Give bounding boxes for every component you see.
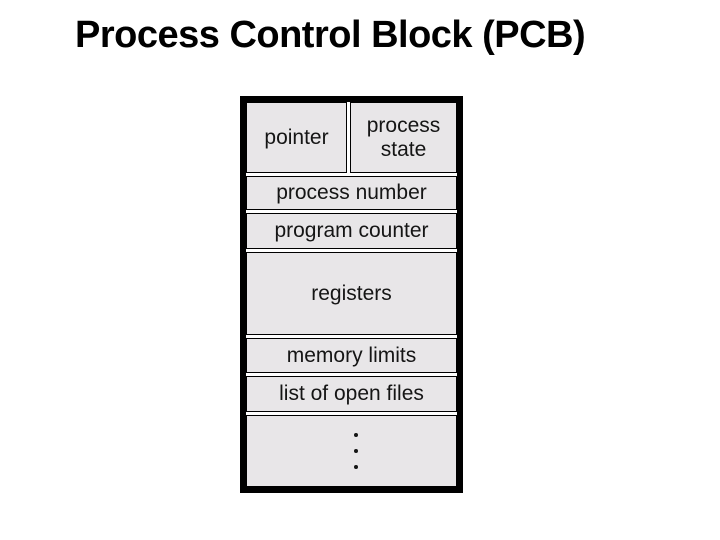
pcb-cell-program-counter-label: program counter	[274, 219, 429, 243]
pcb-cell-pointer-label: pointer	[264, 125, 329, 149]
pcb-cell-program-counter: program counter	[246, 213, 457, 249]
vertical-ellipsis-icon	[345, 433, 358, 469]
pcb-cell-process-state-label: process state	[366, 113, 441, 161]
pcb-cell-list-of-open-files: list of open files	[246, 376, 457, 412]
pcb-cell-memory-limits-label: memory limits	[286, 343, 417, 367]
pcb-diagram: pointer process state process number pro…	[240, 96, 463, 493]
pcb-cell-process-state: process state	[350, 102, 457, 173]
pcb-cell-registers: registers	[246, 252, 457, 335]
pcb-cell-process-number-label: process number	[276, 181, 427, 205]
ellipsis-dot	[354, 449, 358, 453]
pcb-cell-list-of-open-files-label: list of open files	[279, 382, 424, 406]
pcb-cell-memory-limits: memory limits	[246, 338, 457, 373]
pcb-cell-pointer: pointer	[246, 102, 347, 173]
page-title: Process Control Block (PCB)	[75, 14, 586, 56]
ellipsis-dot	[354, 465, 358, 469]
pcb-cell-more-fields	[246, 415, 457, 487]
ellipsis-dot	[354, 433, 358, 437]
pcb-cell-registers-label: registers	[311, 281, 392, 305]
pcb-cell-process-number: process number	[246, 176, 457, 210]
